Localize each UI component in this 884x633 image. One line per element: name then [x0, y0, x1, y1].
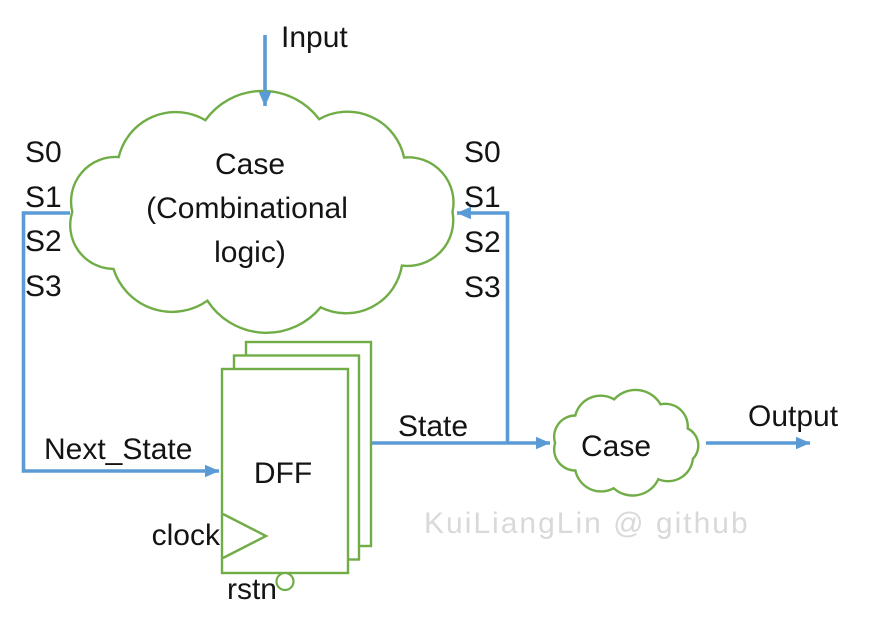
state-label-left-s0: S0 [25, 136, 62, 169]
state-label-right-s1: S1 [464, 181, 501, 214]
state-label: State [398, 410, 468, 443]
clock-label: clock [152, 519, 221, 552]
state-label-right-s2: S2 [464, 226, 501, 259]
combinational-logic-cloud [69, 89, 455, 335]
output-case-cloud [552, 388, 700, 497]
input-label: Input [281, 21, 348, 54]
comb-cloud-label-line1: Case [215, 148, 285, 181]
clock-edge-triangle-icon [222, 512, 269, 560]
dff-label: DFF [254, 457, 312, 490]
state-label-right-s3: S3 [464, 271, 501, 304]
dff-rect-front [220, 367, 350, 575]
rstn-label: rstn [227, 573, 277, 606]
next-state-wire [21, 211, 220, 478]
state-label-left-s1: S1 [25, 181, 62, 214]
state-label-left-s2: S2 [25, 225, 62, 258]
comb-cloud-label-line3: logic) [214, 236, 286, 269]
rstn-bubble-icon [275, 571, 295, 592]
output-cloud-label: Case [581, 430, 651, 463]
state-label-left-s3: S3 [25, 270, 62, 303]
state-label-right-s0: S0 [464, 136, 501, 169]
state-feedback-wire [456, 206, 510, 443]
comb-cloud-label-line2: (Combinational [146, 192, 348, 225]
output-label: Output [748, 400, 839, 433]
next-state-label: Next_State [44, 433, 192, 466]
watermark: KuiLiangLin @ github [424, 507, 750, 540]
